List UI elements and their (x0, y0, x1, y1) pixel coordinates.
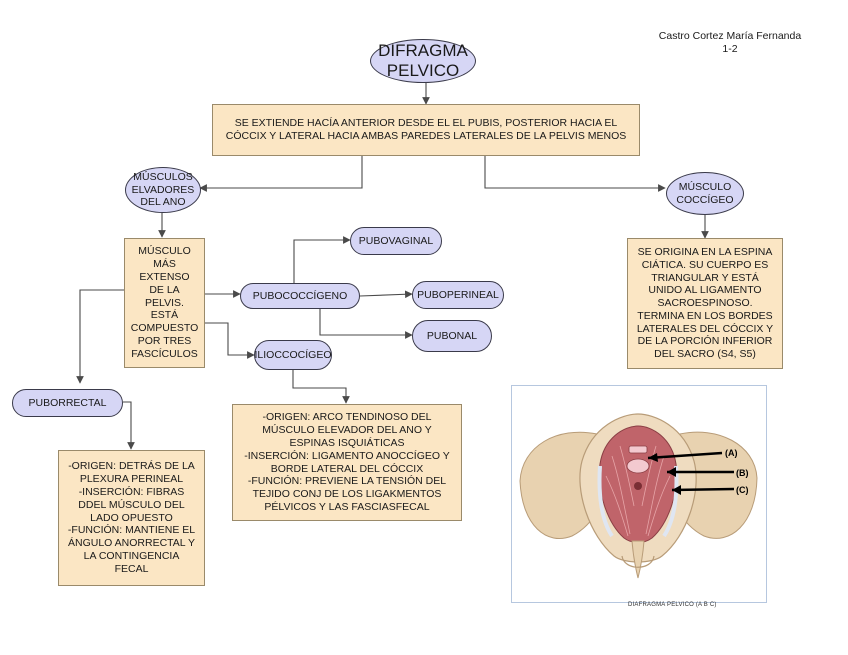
levator-ani-node: MÚSCULOS ELVADORES DEL ANO (125, 167, 201, 213)
connector-pubococcygeus-puboperineal (359, 290, 413, 299)
puborectal-desc-line-2: PLEXURA PERINEAL (79, 473, 184, 486)
coccygeus-desc-line-7: LATERALES DEL CÓCCIX Y (636, 322, 774, 335)
levator-desc-line-2: MÁS (153, 258, 176, 271)
iliococcygeus-desc-line-8: PÉLVICOS Y LAS FASCIASFECAL (264, 500, 430, 513)
anus (634, 482, 642, 490)
connector-description-coccygeus (484, 156, 666, 192)
iliococcygeus-desc-line-6: -FUNCIÓN: PREVIENE LA TENSIÓN DEL (247, 475, 447, 488)
connector-description-levator (199, 156, 363, 192)
coccygeus-desc-line-9: DEL SACRO (S4, S5) (654, 348, 756, 361)
figure-label-b: (B) (736, 468, 749, 478)
description-line-2: CÓCCIX Y LATERAL HACIA AMBAS PAREDES LAT… (225, 130, 627, 142)
connector-puborectal-desc (123, 401, 135, 450)
puborectal-desc-line-6: -FUNCIÓN: MANTIENE EL (67, 524, 196, 537)
author-group: 1-2 (722, 43, 738, 56)
arrow-a-head (648, 453, 658, 462)
connector-desc-iliococcygeus (205, 322, 255, 359)
pubococcygeus-label: PUBOCOCCÍGENO (252, 289, 348, 302)
connector-pubococcygeus-pubovaginal (293, 236, 351, 283)
coccygeus-node: MÚSCULO COCCÍGEO (666, 172, 744, 215)
puborectal-desc-box: -ORIGEN: DETRÁS DE LA PLEXURA PERINEAL -… (58, 450, 205, 586)
levator-desc-line-8: POR TRES (137, 334, 192, 347)
tendinous-arch-right (662, 465, 679, 538)
muscle-fiber-lines (605, 445, 671, 537)
puborectal-desc-line-8: LA CONTINGENCIA (83, 549, 180, 562)
iliococcygeus-desc-line-4: -INSERCIÓN: LIGAMENTO ANOCCÍGEO Y (244, 449, 450, 462)
iliococcygeus-desc-line-5: BORDE LATERAL DEL CÓCCIX (270, 462, 424, 475)
connector-desc-puborectal (76, 289, 124, 384)
puborectal-desc-line-3: -INSERCIÓN: FIBRAS (78, 486, 185, 498)
description-line-1: SE EXTIENDE HACÍA ANTERIOR DESDE EL EL P… (234, 117, 618, 130)
coccygeus-desc-line-2: CIÁTICA. SU CUERPO ES (641, 258, 769, 271)
pelvis-drawing: (A) (B) (C) (519, 413, 758, 579)
author-credit: Castro Cortez María Fernanda 1-2 (640, 30, 820, 56)
title-line-2: PELVICO (386, 61, 460, 80)
connector-iliococcygeus-desc (292, 370, 350, 404)
levator-desc-line-5: PELVIS. (145, 296, 184, 309)
urethra (628, 445, 648, 454)
coccyx (631, 540, 645, 579)
puborectal-desc-line-7: ÁNGULO ANORRECTAL Y (67, 537, 195, 550)
title-line-1: DIFRAGMA (378, 41, 468, 61)
coccygeus-desc-line-6: TERMINA EN LOS BORDES (637, 309, 773, 322)
coccygeus-desc-box: SE ORIGINA EN LA ESPINA CIÁTICA. SU CUER… (627, 238, 783, 369)
arrow-b-head (667, 467, 676, 477)
coccygeus-line-2: COCCÍGEO (676, 193, 734, 206)
figure-label-a: (A) (725, 448, 738, 458)
iliococcygeus-label: ILIOCCOCÍGEO (254, 348, 332, 361)
figure-caption: DIAFRAGMA PELVICO (A B C) (628, 602, 717, 608)
vagina (626, 458, 650, 474)
iliococcygeus-desc-line-3: ESPINAS ISQUIÁTICAS (289, 436, 405, 449)
levator-desc-box: MÚSCULO MÁS EXTENSO DE LA PELVIS. ESTÁ C… (124, 238, 205, 368)
puborectal-desc-line-9: FECAL (114, 562, 149, 575)
levator-line-1: MÚSCULOS (133, 170, 193, 183)
levator-desc-line-6: ESTÁ (150, 309, 179, 322)
iliococcygeus-desc-line-2: MÚSCULO ELEVADOR DEL ANO Y (262, 424, 432, 437)
pubovaginal-label: PUBOVAGINAL (358, 234, 434, 247)
puborectal-node: PUBORRECTAL (12, 389, 123, 417)
pubonal-node: PUBONAL (412, 320, 492, 352)
iliococcygeus-node: ILIOCCOCÍGEO (254, 340, 332, 370)
coccygeus-desc-line-8: DE LA PORCIÓN INFERIOR (637, 335, 773, 348)
iliococcygeus-desc-box: -ORIGEN: ARCO TENDINOSO DEL MÚSCULO ELEV… (232, 404, 462, 521)
pelvic-floor-illustration: (A) (B) (C) (511, 385, 767, 603)
title-node: DIFRAGMA PELVICO (370, 39, 476, 83)
tendinous-arch-left (597, 465, 614, 538)
pubonal-label: PUBONAL (426, 329, 478, 342)
levator-desc-line-7: COMPUESTO (130, 322, 199, 335)
iliococcygeus-desc-line-7: TEJIDO CONJ DE LOS LIGAKMENTOS (252, 488, 442, 501)
coccygeus-line-1: MÚSCULO (678, 180, 732, 193)
levator-desc-line-3: EXTENSO (139, 271, 190, 283)
puborectal-label: PUBORRECTAL (28, 396, 107, 409)
puborectal-desc-line-5: LADO OPUESTO (90, 511, 173, 524)
arrow-c-head (672, 485, 681, 495)
coccygeus-desc-line-5: SACROESPINOSO. (657, 297, 753, 310)
puborectal-desc-line-1: -ORIGEN: DETRÁS DE LA (68, 460, 195, 473)
figure-label-c: (C) (736, 485, 749, 495)
levator-desc-line-1: MÚSCULO (138, 245, 191, 258)
sacrum (621, 555, 655, 568)
levator-line-3: DEL ANO (140, 196, 186, 209)
puboperineal-label: PUBOPERINEAL (417, 288, 499, 301)
connector-pubococcygeus-pubonal (319, 308, 413, 339)
coccygeus-desc-line-4: UNIDO AL LIGAMENTO (648, 284, 762, 297)
puboperineal-node: PUBOPERINEAL (412, 281, 504, 309)
levator-line-2: ELVADORES (131, 183, 195, 196)
pubovaginal-node: PUBOVAGINAL (350, 227, 442, 255)
arrow-c (671, 487, 735, 492)
description-box: SE EXTIENDE HACÍA ANTERIOR DESDE EL EL P… (212, 104, 640, 156)
levator-desc-line-9: FASCÍCULOS (131, 347, 198, 360)
iliococcygeus-desc-line-1: -ORIGEN: ARCO TENDINOSO DEL (262, 411, 432, 424)
arrow-a (647, 451, 723, 460)
coccygeus-desc-line-3: TRIANGULAR Y ESTÁ (651, 271, 759, 284)
pubococcygeus-node: PUBOCOCCÍGENO (240, 283, 360, 309)
levator-desc-line-4: DE LA (149, 283, 180, 296)
puborectal-desc-line-4: DDEL MÚSCULO DEL (78, 498, 185, 511)
author-name: Castro Cortez María Fernanda (658, 30, 802, 42)
coccygeus-desc-line-1: SE ORIGINA EN LA ESPINA (637, 245, 773, 258)
